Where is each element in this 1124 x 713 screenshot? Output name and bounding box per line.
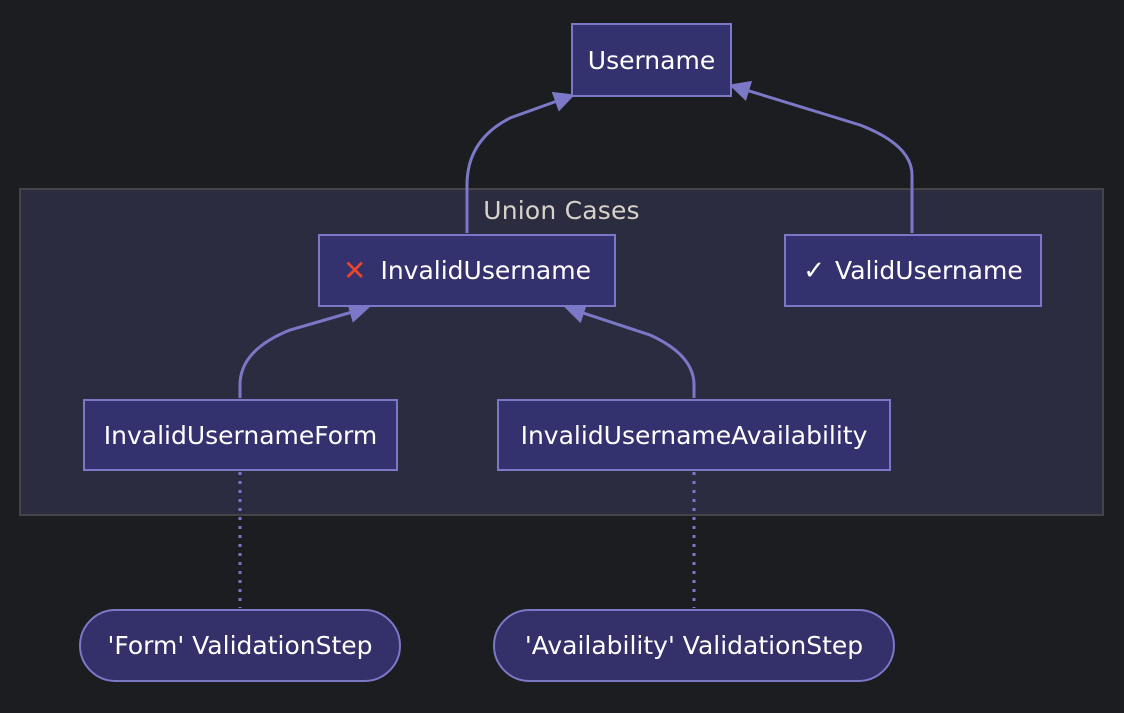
cross-mark-icon: ✕ (342, 254, 367, 287)
node-invalid-username-form-label: InvalidUsernameForm (103, 420, 378, 450)
edge-form-to-invalid (238, 302, 371, 398)
node-availability-validation-step[interactable]: 'Availability' ValidationStep (493, 609, 895, 682)
node-availability-validation-step-label: 'Availability' ValidationStep (524, 631, 864, 660)
node-valid-username[interactable]: ✓ ValidUsername (784, 234, 1042, 307)
edge-invalid-to-username (465, 91, 575, 233)
check-mark-icon: ✓ (803, 255, 826, 286)
node-form-validation-step[interactable]: 'Form' ValidationStep (79, 609, 401, 682)
edge-availability-to-invalid (564, 303, 696, 398)
node-invalid-username-availability-label: InvalidUsernameAvailability (520, 420, 868, 450)
node-invalid-username-availability[interactable]: InvalidUsernameAvailability (497, 399, 891, 471)
cluster-label: Union Cases (483, 196, 640, 225)
node-invalid-username-form[interactable]: InvalidUsernameForm (83, 399, 398, 471)
node-form-validation-step-label: 'Form' ValidationStep (107, 631, 373, 660)
edge-valid-to-username (728, 80, 914, 233)
node-username[interactable]: Username (571, 23, 732, 97)
node-invalid-username-label: InvalidUsername (380, 256, 591, 285)
node-invalid-username[interactable]: ✕ InvalidUsername (318, 234, 616, 307)
node-username-label: Username (587, 45, 716, 75)
node-valid-username-label: ValidUsername (835, 256, 1023, 285)
